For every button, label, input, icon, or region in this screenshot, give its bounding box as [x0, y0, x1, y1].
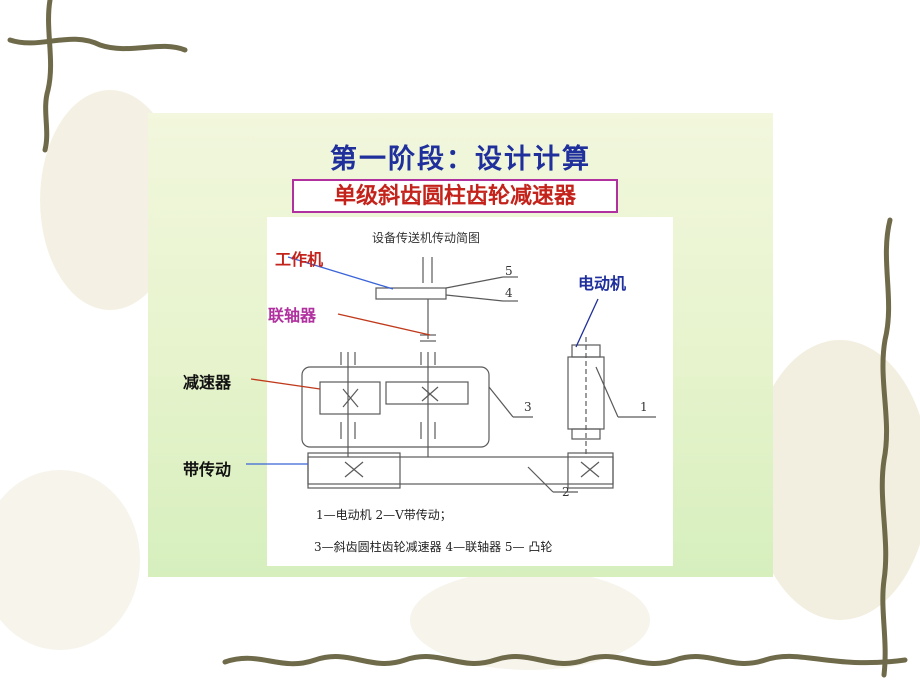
- legend-line-1: 1—电动机 2—V带传动；: [316, 508, 452, 522]
- belt: [307, 456, 614, 485]
- label-work-machine: 工作机: [275, 250, 324, 269]
- reducer-gear-right: [385, 381, 469, 405]
- cam-body: [375, 287, 447, 300]
- diagram-area: [267, 217, 673, 566]
- slide-subtitle: 单级斜齿圆柱齿轮减速器: [333, 183, 576, 209]
- part-number-3: 3: [524, 400, 532, 414]
- label-coupling: 联轴器: [268, 306, 317, 325]
- transmission-diagram: [246, 256, 656, 493]
- callout-lines: [246, 256, 599, 465]
- part-number-2: 2: [562, 485, 570, 499]
- part-number-1: 1: [640, 400, 648, 414]
- subtitle-box: 单级斜齿圆柱齿轮减速器: [292, 179, 618, 213]
- part-number-4: 4: [505, 286, 513, 300]
- label-motor: 电动机: [578, 274, 627, 293]
- reducer-gear-left: [319, 381, 381, 415]
- label-belt-drive: 带传动: [183, 460, 232, 479]
- reducer-housing: [301, 366, 490, 448]
- diagram-drawing: [301, 257, 656, 493]
- label-reducer: 减速器: [183, 373, 232, 392]
- diagram-caption: 设备传送机传动简图: [372, 231, 481, 245]
- slide-title: 第一阶段：设计计算: [330, 144, 591, 175]
- part-number-5: 5: [505, 264, 513, 278]
- legend-line-2: 3—斜齿圆柱齿轮减速器 4—联轴器 5— 凸轮: [314, 540, 553, 554]
